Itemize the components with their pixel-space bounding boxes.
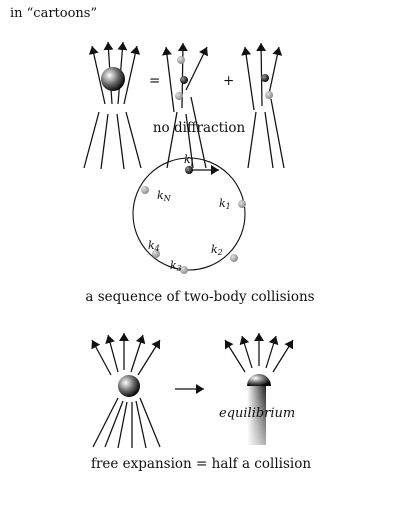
caption-free-expansion: free expansion = half a collision: [91, 456, 311, 472]
small-ball-gray: [177, 56, 185, 64]
free-expansion-source: [91, 333, 161, 449]
small-ball-gray: [175, 92, 183, 100]
equilibrium-state: [224, 333, 294, 445]
collision-ball: [101, 67, 125, 91]
section-1-diagram: = +: [83, 41, 285, 170]
small-ball-dark: [180, 76, 188, 84]
caption-no-diffraction: no diffraction: [153, 120, 246, 136]
caption-two-body: a sequence of two-body collisions: [85, 289, 314, 305]
small-ball-gray: [265, 91, 273, 99]
equilibrium-label: equilibrium: [219, 406, 295, 421]
label-kn: kN: [157, 189, 172, 203]
label-k1: k1: [219, 197, 231, 211]
collision-cartoon-2: [241, 42, 285, 169]
half-ball: [247, 374, 271, 386]
section-3-diagram: equilibrium: [91, 333, 295, 449]
expansion-ball: [118, 375, 140, 397]
small-ball-dark: [261, 74, 269, 82]
label-k2: k2: [211, 243, 223, 257]
label-k4: k4: [148, 239, 160, 253]
particle-k4: [152, 250, 160, 258]
collision-many-body: [83, 41, 142, 170]
equals-sign: =: [149, 73, 160, 89]
particle-k2: [230, 254, 238, 262]
label-k3: k3: [170, 259, 182, 273]
particle-kj: [185, 166, 193, 174]
collision-cartoon-1: [162, 42, 208, 169]
particle-k3: [180, 266, 188, 274]
plus-sign: +: [223, 73, 234, 89]
label-kj: kj: [184, 153, 194, 167]
particle-k1: [238, 200, 246, 208]
collision-ring: [132, 157, 246, 271]
particle-kn: [141, 186, 149, 194]
heading: in “cartoons”: [10, 6, 97, 21]
section-2-diagram: kj kN k1 k4 k2 k3: [132, 153, 246, 274]
equilibrium-column-fade: [247, 386, 266, 445]
